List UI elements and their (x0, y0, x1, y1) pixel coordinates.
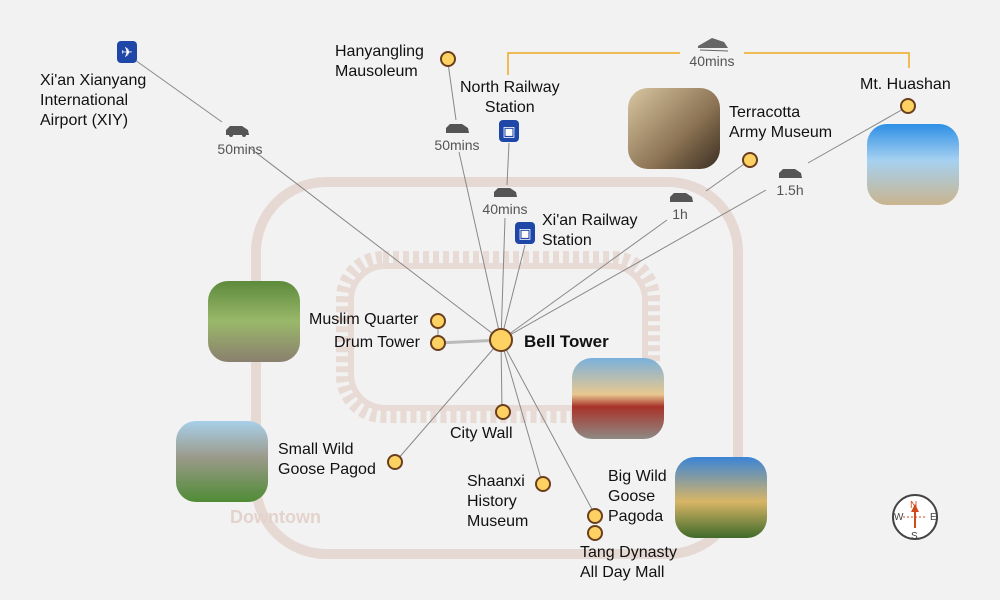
travel-time-huashan: 1.5h (776, 182, 804, 198)
huashan-marker[interactable] (900, 98, 916, 114)
car-icon (494, 188, 517, 197)
downtown-boundary (251, 177, 743, 559)
train-route-line (507, 52, 680, 75)
city-wall-outer (336, 251, 660, 423)
muslim-quarter-marker[interactable] (430, 313, 446, 329)
terracotta-photo (628, 88, 720, 169)
travel-time-airport: 50mins (217, 141, 263, 157)
terracotta-label: Terracotta Army Museum (729, 104, 833, 141)
travel-time-train-huashan: 40mins (689, 53, 735, 69)
huashan-photo (867, 124, 959, 205)
connection-lines (134, 59, 906, 514)
downtown-label: Downtown (230, 507, 321, 527)
compass-west: W (894, 512, 904, 523)
airport-label: Xi'an Xianyang International Airport (XI… (40, 72, 147, 129)
big-goose-photo (675, 457, 767, 538)
drum-tower-label: Drum Tower (334, 334, 420, 351)
huashan-label: Mt. Huashan (860, 76, 951, 93)
hanyangling-label: Hanyangling Mausoleum (335, 43, 424, 80)
bell-tower-marker[interactable] (489, 328, 513, 352)
travel-time-terracotta: 1h (672, 206, 688, 222)
train-route-line (744, 52, 910, 68)
train-station-icon[interactable]: ▣ (515, 222, 535, 244)
big-goose-marker[interactable] (587, 508, 603, 524)
airplane-icon[interactable]: ✈ (117, 41, 137, 63)
compass-north: N (910, 500, 918, 511)
tang-mall-marker[interactable] (587, 525, 603, 541)
city-wall-photo (572, 358, 664, 439)
car-icon (226, 126, 249, 137)
small-goose-photo (176, 421, 268, 502)
small-goose-label: Small Wild Goose Pagod (278, 441, 376, 478)
city-wall-label: City Wall (450, 425, 513, 442)
compass-south: S (911, 531, 918, 542)
north-railway-label: North Railway Station (460, 79, 560, 116)
car-icon (446, 124, 469, 133)
shaanxi-museum-label: Shaanxi History Museum (467, 473, 529, 530)
train-station-icon[interactable]: ▣ (499, 120, 519, 142)
car-icon (779, 169, 802, 178)
city-wall-marker[interactable] (495, 404, 511, 420)
compass-east: E (930, 512, 937, 523)
tang-mall-label: Tang Dynasty All Day Mall (580, 544, 677, 581)
drum-tower-marker[interactable] (430, 335, 446, 351)
big-goose-label: Big Wild Goose Pagoda (608, 468, 667, 525)
bell-tower-label: Bell Tower (524, 332, 609, 351)
car-icon (670, 193, 693, 202)
compass-icon (892, 494, 938, 540)
travel-time-north-railway: 40mins (482, 201, 528, 217)
small-goose-marker[interactable] (387, 454, 403, 470)
high-speed-train-icon (698, 38, 729, 52)
hanyangling-marker[interactable] (440, 51, 456, 67)
muslim-quarter-label: Muslim Quarter (309, 311, 419, 328)
terracotta-marker[interactable] (742, 152, 758, 168)
travel-time-hanyangling: 50mins (434, 137, 480, 153)
shaanxi-museum-marker[interactable] (535, 476, 551, 492)
xian-railway-label: Xi'an Railway Station (542, 212, 638, 249)
muslim-quarter-photo (208, 281, 300, 362)
